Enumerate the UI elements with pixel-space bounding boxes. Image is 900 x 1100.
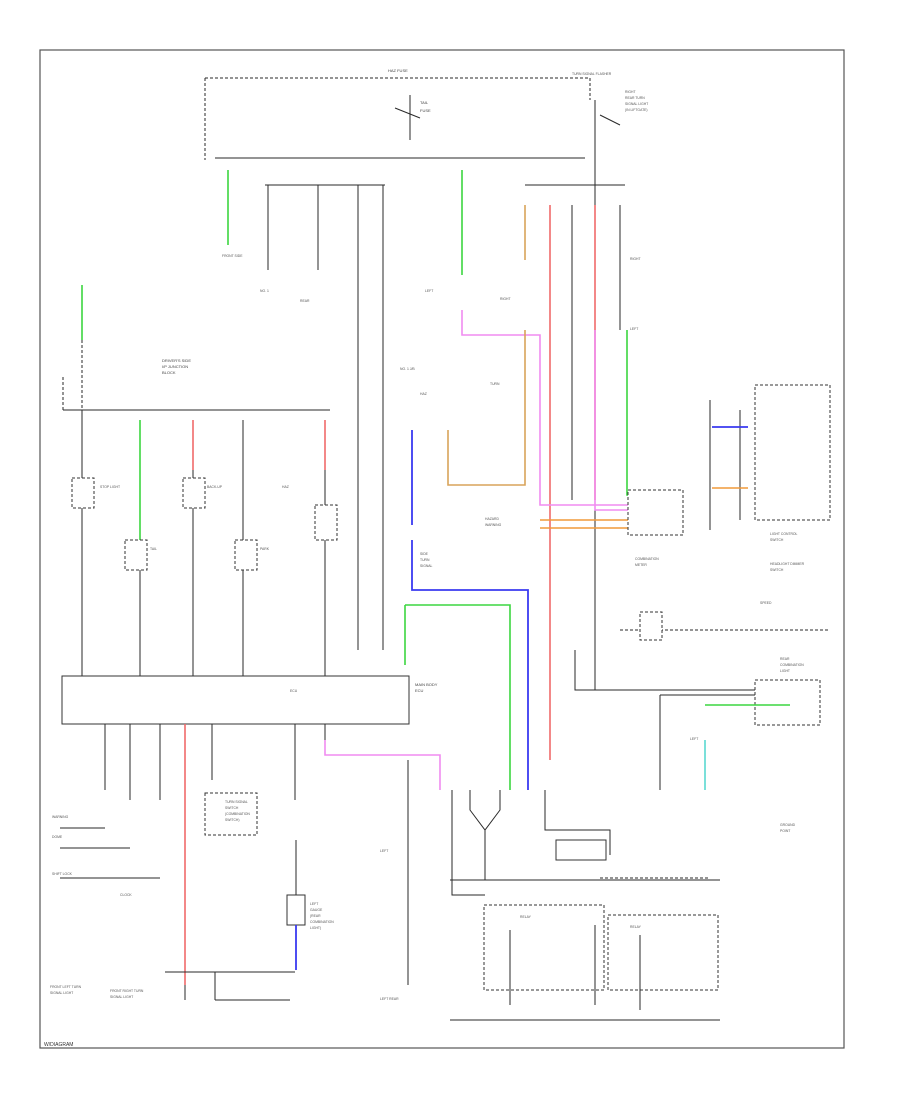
right-mid-label: SPEED <box>760 601 772 605</box>
ground-label-1: POINT <box>780 829 790 833</box>
side-turn-label-0: SIDE <box>420 552 429 556</box>
combination-meter-label-1: METER <box>635 563 647 567</box>
front-turn-left-label-0: FRONT LEFT TURN <box>50 985 82 989</box>
left-gauge-label-4: LIGHT) <box>310 926 321 930</box>
top-relay-block: HAZ FUSE TAIL FUSE TURN SIGNAL FLASHER <box>204 68 612 160</box>
rear-combination-label-0: REAR <box>780 657 790 661</box>
rear-combination-label-1: COMBINATION <box>780 663 804 667</box>
wire-green-center <box>405 604 511 790</box>
rear-combination-block: REAR COMBINATION LIGHT <box>754 657 821 726</box>
side-turn-label-2: SIGNAL <box>420 564 433 568</box>
switch-label-5: HAZ <box>282 485 289 489</box>
main-body-inner: ECU <box>290 689 298 693</box>
switch-label-1: STOP LIGHT <box>100 485 120 489</box>
front-turn-left-label-1: SIGNAL LIGHT <box>50 991 73 995</box>
left-label-1: WARNING <box>52 815 69 819</box>
diagram-frame <box>39 49 845 1049</box>
relay-label-2: RELAY <box>630 925 642 929</box>
wire-pink-right <box>594 330 680 511</box>
turn-switch-label-1: SWITCH <box>225 806 239 810</box>
center-label-3: TURN <box>490 382 500 386</box>
left-gauge: LEFT GAUGE (REAR COMBINATION LIGHT) <box>286 894 334 930</box>
hazard-switch-label-1: WARNING <box>485 523 502 527</box>
main-body-ecu: MAIN BODY ECU ECU <box>61 675 438 725</box>
center-label-1: NO. 1 J/B <box>400 367 415 371</box>
left-gauge-label-1: GAUGE <box>310 908 323 912</box>
left-gauge-label-2: (REAR <box>310 914 321 918</box>
headlight-dimmer-label-0: HEADLIGHT DIMMER <box>770 562 805 566</box>
turn-switch-label-0: TURN SIGNAL <box>225 800 248 804</box>
switch-label-3: TAIL <box>150 547 157 551</box>
wire-pink-center <box>461 310 680 506</box>
wire-tan-center <box>447 330 526 486</box>
rear-combination-label-2: LIGHT <box>780 669 790 673</box>
left-label-3: SHIFT LOCK <box>52 872 73 876</box>
label-top-5: RIGHT <box>500 297 511 301</box>
left-gauge-label-3: COMBINATION <box>310 920 334 924</box>
right-turn-label-3: (IN LIFTGATE) <box>625 108 648 112</box>
page-label: W/DIAGRAM <box>44 1042 73 1048</box>
right-turn-label-1: REAR TURN <box>625 96 645 100</box>
main-body-label-1: ECU <box>415 688 424 693</box>
switch-group: STOP LIGHT BACK-UP TAIL PARK HAZ <box>71 477 338 571</box>
top-right-relay-label: TURN SIGNAL FLASHER <box>572 72 612 76</box>
label-top-1: FRONT SIDE <box>222 254 243 258</box>
light-control-label-0: LIGHT CONTROL <box>770 532 798 536</box>
turn-switch-label-2: (COMBINATION <box>225 812 250 816</box>
left-label-2: DOME <box>52 835 63 839</box>
wire-blue-center <box>411 540 529 790</box>
interior-fuse-label-2: BLOCK <box>162 370 176 375</box>
label-lower-left: CLOCK <box>120 893 132 897</box>
wire-pink-bottom <box>324 740 441 790</box>
wire-gray-drops <box>267 185 621 650</box>
label-top-3: REAR <box>300 299 310 303</box>
bottom-label-1: LEFT <box>380 849 388 853</box>
center-label-2: HAZ <box>420 392 427 396</box>
label-top-4: LEFT <box>425 289 433 293</box>
side-turn-label-1: TURN <box>420 558 430 562</box>
turn-switch-label-3: SWITCH) <box>225 818 240 822</box>
bottom-label-2: LEFT REAR <box>380 997 399 1001</box>
switch-label-4: PARK <box>260 547 270 551</box>
relay-label-1: RELAY <box>520 915 532 919</box>
bottom-relay-group: RELAY RELAY <box>483 904 719 1010</box>
turn-switch-block: TURN SIGNAL SWITCH (COMBINATION SWITCH) <box>204 792 258 836</box>
light-control-label-1: SWITCH <box>770 538 784 542</box>
headlight-dimmer-label-1: SWITCH <box>770 568 784 572</box>
label-top-2: NO. 1 <box>260 289 269 293</box>
label-top-6: RIGHT <box>630 257 641 261</box>
ground-label-0: GROUND <box>780 823 796 827</box>
top-relay-title: HAZ FUSE <box>388 68 408 73</box>
rear-label-1: LEFT <box>690 737 698 741</box>
switch-label-2: BACK-UP <box>207 485 223 489</box>
interior-fuse-block: DRIVER'S SIDE I/P JUNCTION BLOCK <box>62 358 330 411</box>
hazard-switch-label-0: HAZARD <box>485 517 499 521</box>
label-top-7: LEFT <box>630 327 638 331</box>
interior-fuse-label-1: I/P JUNCTION <box>162 364 188 369</box>
front-turn-right-label-1: SIGNAL LIGHT <box>110 995 133 999</box>
combination-meter-connector: COMBINATION METER <box>627 489 684 567</box>
right-turn-label-2: SIGNAL LIGHT <box>625 102 648 106</box>
light-control-switch: LIGHT CONTROL SWITCH HEADLIGHT DIMMER SW… <box>709 384 831 572</box>
interior-fuse-label-0: DRIVER'S SIDE <box>162 358 191 363</box>
front-turn-right-label-0: FRONT RIGHT TURN <box>110 989 144 993</box>
main-body-label-0: MAIN BODY <box>415 682 438 687</box>
left-gauge-label-0: LEFT <box>310 902 318 906</box>
right-turn-label-group: RIGHT REAR TURN SIGNAL LIGHT (IN LIFTGAT… <box>575 90 648 691</box>
right-turn-label-0: RIGHT <box>625 90 636 94</box>
top-relay-label-2: FUSE <box>420 108 431 113</box>
wire-green-right <box>626 330 680 496</box>
top-relay-label-1: TAIL <box>420 100 429 105</box>
combination-meter-label-0: COMBINATION <box>635 557 659 561</box>
